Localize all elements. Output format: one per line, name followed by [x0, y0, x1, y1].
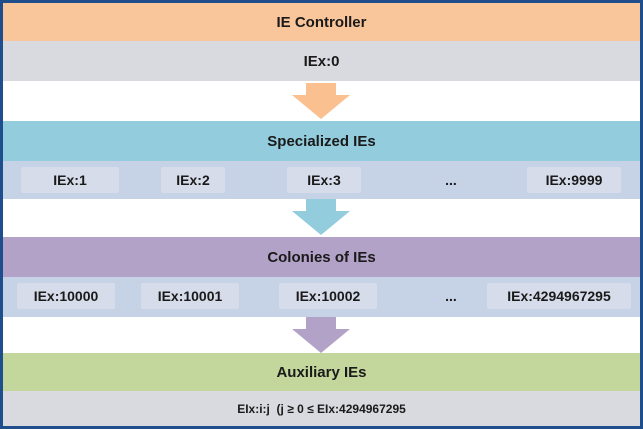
controller-header-label: IE Controller	[276, 13, 367, 31]
down-arrow-1-shape	[292, 83, 350, 119]
colonies-row: IEx:10000 IEx:10001 IEx:10002 ... IEx:42…	[3, 277, 640, 317]
colonies-item-2-label: IEx:10001	[157, 288, 223, 304]
auxiliary-header-label: Auxiliary IEs	[276, 363, 367, 381]
specialized-item-1-label: IEx:1	[53, 172, 87, 188]
specialized-header: Specialized IEs	[3, 121, 640, 161]
colonies-item-ellipsis: ...	[423, 283, 479, 309]
controller-header: IE Controller	[3, 3, 640, 41]
specialized-item-3-label: IEx:3	[307, 172, 341, 188]
down-arrow-3	[292, 317, 350, 353]
colonies-item-3: IEx:10002	[279, 283, 377, 309]
colonies-ellipsis-label: ...	[445, 288, 457, 304]
colonies-item-3-label: IEx:10002	[295, 288, 361, 304]
colonies-item-1: IEx:10000	[17, 283, 115, 309]
colonies-header: Colonies of IEs	[3, 237, 640, 277]
down-arrow-2-shape	[292, 199, 350, 235]
colonies-item-last: IEx:4294967295	[487, 283, 631, 309]
specialized-item-3: IEx:3	[287, 167, 361, 193]
down-arrow-1	[292, 83, 350, 119]
specialized-item-last-label: IEx:9999	[545, 172, 603, 188]
colonies-item-2: IEx:10001	[141, 283, 239, 309]
specialized-item-2: IEx:2	[161, 167, 225, 193]
specialized-ellipsis-label: ...	[445, 172, 457, 188]
down-arrow-3-shape	[292, 317, 350, 353]
auxiliary-row: EIx:i:j (j ≥ 0 ≤ EIx:4294967295	[3, 391, 640, 426]
colonies-item-last-label: IEx:4294967295	[507, 288, 611, 304]
down-arrow-2	[292, 199, 350, 235]
specialized-row: IEx:1 IEx:2 IEx:3 ... IEx:9999	[3, 161, 640, 199]
colonies-item-1-label: IEx:10000	[33, 288, 99, 304]
specialized-header-label: Specialized IEs	[267, 132, 376, 150]
specialized-item-last: IEx:9999	[527, 167, 621, 193]
specialized-item-2-label: IEx:2	[176, 172, 210, 188]
specialized-item-ellipsis: ...	[423, 167, 479, 193]
auxiliary-item: EIx:i:j (j ≥ 0 ≤ EIx:4294967295	[237, 401, 406, 416]
controller-row: IEx:0	[3, 41, 640, 81]
controller-item: IEx:0	[303, 52, 340, 70]
colonies-header-label: Colonies of IEs	[267, 248, 376, 266]
specialized-item-1: IEx:1	[21, 167, 119, 193]
auxiliary-header: Auxiliary IEs	[3, 353, 640, 391]
